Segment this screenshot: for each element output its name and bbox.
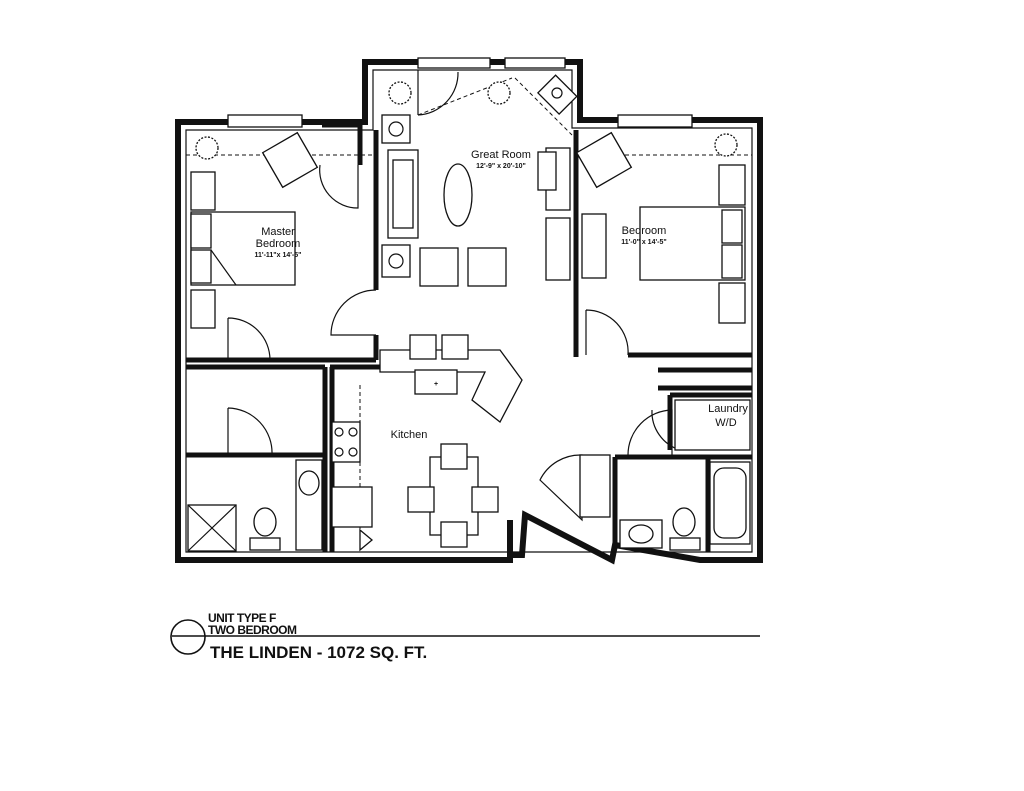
- window: [504, 57, 566, 69]
- title-block-circle: [170, 619, 206, 655]
- master-bedroom-furniture: [190, 131, 319, 329]
- bathroom-fixtures: [187, 399, 751, 552]
- great-room-furniture: [381, 74, 578, 287]
- window: [417, 57, 491, 69]
- great-room-label: Great Room: [471, 149, 531, 161]
- laundry-label: Laundry: [708, 403, 748, 415]
- unit-type-text: UNIT TYPE F: [208, 611, 276, 625]
- master-bedroom-dims: 11'-11"x 14'-5": [255, 252, 302, 259]
- plant-icon: [195, 81, 738, 160]
- great-room-dims: 12'-9" x 20'-10": [476, 163, 526, 170]
- interior-walls: [186, 122, 752, 552]
- bedroom-furniture: [575, 131, 746, 324]
- washer-dryer-label: W/D: [715, 417, 736, 429]
- title-block: UNIT TYPE F TWO BEDROOM THE LINDEN - 107…: [170, 611, 760, 662]
- svg-text:+: +: [434, 381, 438, 388]
- bedroom-count-text: TWO BEDROOM: [208, 623, 297, 637]
- bedroom-dims: 11'-0" x 14'-5": [621, 239, 666, 246]
- exterior-wall-inner-line: [185, 69, 753, 553]
- plan-title: THE LINDEN - 1072 SQ. FT.: [210, 643, 427, 662]
- kitchen-label: Kitchen: [391, 429, 428, 441]
- kitchen-fixtures: +: [331, 334, 523, 552]
- master-bedroom-label: Master: [261, 226, 295, 238]
- doors: [227, 70, 681, 522]
- master-bedroom-label: Bedroom: [256, 238, 301, 250]
- window: [617, 114, 693, 128]
- bedroom-label: Bedroom: [622, 225, 667, 237]
- window: [227, 114, 303, 128]
